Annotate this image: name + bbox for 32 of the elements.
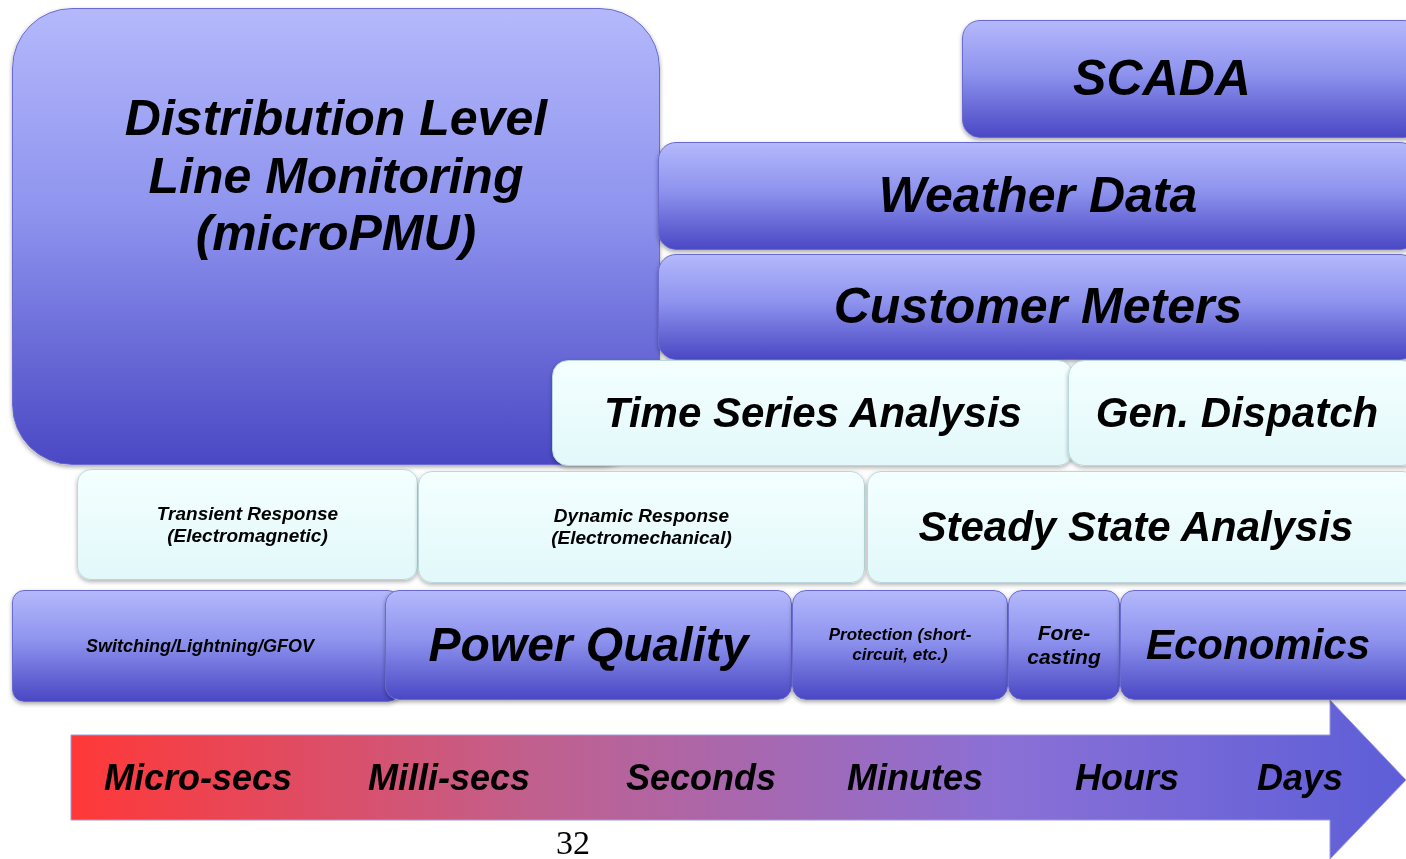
- box-label: Economics: [1145, 620, 1371, 670]
- category-bar: [1008, 590, 1120, 700]
- analysis-box: [1068, 360, 1406, 466]
- analysis-box: [418, 471, 865, 583]
- category-bar: [385, 590, 792, 700]
- box-label: Fore- casting: [1026, 620, 1102, 670]
- time-scale-label: Minutes: [847, 756, 983, 799]
- category-bar: [658, 142, 1406, 250]
- category-bar: [962, 20, 1406, 138]
- time-scale-label: Days: [1257, 756, 1344, 799]
- box-label: SCADA: [1073, 50, 1251, 108]
- time-scale-label: Micro-secs: [104, 756, 293, 799]
- time-scale-label: Milli-secs: [368, 756, 531, 799]
- box-label: Time Series Analysis: [604, 388, 1022, 438]
- box-label: Power Quality: [428, 617, 749, 673]
- box-label: Steady State Analysis: [918, 502, 1354, 552]
- category-bar: [792, 590, 1008, 700]
- category-bar: [658, 254, 1406, 360]
- box-label: Weather Data: [878, 167, 1198, 225]
- box-label: Switching/Lightning/GFOV: [86, 635, 314, 657]
- box-label: Protection (short-circuit, etc.): [827, 625, 973, 665]
- analysis-box: [77, 469, 418, 580]
- box-label: Customer Meters: [833, 278, 1243, 336]
- page-number: 32: [556, 826, 590, 859]
- box-label: Distribution Level Line Monitoring (microPMU): [123, 90, 549, 263]
- time-scale-label: Seconds: [626, 756, 777, 799]
- box-label: Gen. Dispatch: [1095, 388, 1379, 438]
- box-label: Dynamic Response (Electromechanical): [550, 505, 733, 549]
- analysis-box: [867, 471, 1406, 583]
- time-scale-label: Hours: [1075, 756, 1179, 799]
- category-bar: [1120, 590, 1406, 700]
- box-label: Transient Response (Electromagnetic): [155, 502, 340, 547]
